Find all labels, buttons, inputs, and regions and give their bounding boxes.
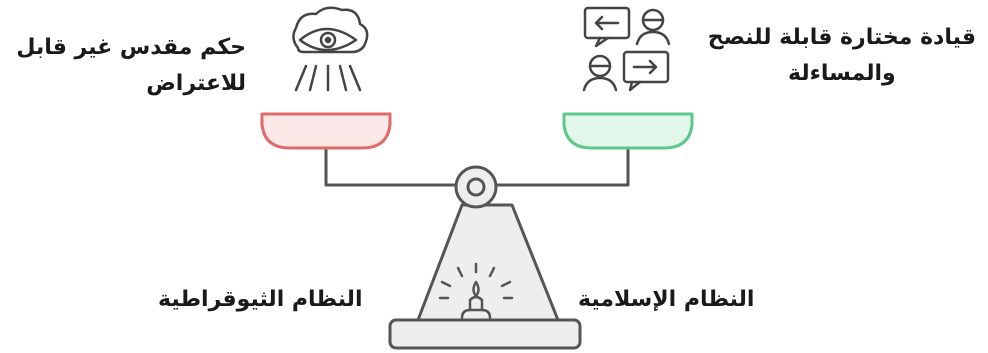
- right-pan-label-line2: والمساءلة: [708, 56, 976, 92]
- scale-stand: [418, 205, 558, 320]
- islamic-system-label: النظام الإسلامية: [578, 282, 754, 318]
- theocratic-system-label: النظام الثيوقراطية: [158, 282, 363, 318]
- right-pan: [564, 114, 692, 148]
- left-pan: [262, 114, 390, 148]
- scale-pivot-center: [468, 179, 484, 195]
- left-pan-label: حكم مقدس غير قابل للاعتراض: [16, 30, 246, 102]
- right-pan-label-line1: قيادة مختارة قابلة للنصح: [708, 20, 976, 56]
- left-pan-label-line1: حكم مقدس غير قابل: [16, 30, 246, 66]
- right-pan-label: قيادة مختارة قابلة للنصح والمساءلة: [708, 20, 976, 92]
- all-seeing-eye-icon: [293, 8, 367, 90]
- left-pan-label-line2: للاعتراض: [16, 66, 246, 102]
- scale-base: [390, 320, 580, 348]
- people-exchange-icon: [584, 8, 669, 90]
